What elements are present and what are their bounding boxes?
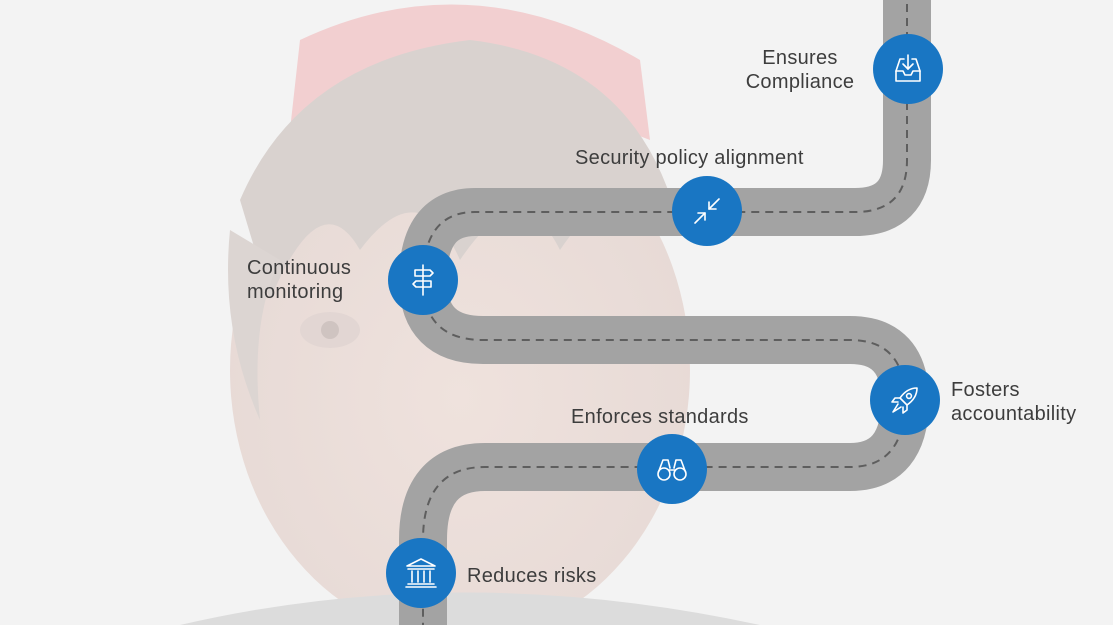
label-enforces-standards: Enforces standards — [571, 406, 749, 428]
label-security-policy-alignment: Security policy alignment — [575, 147, 804, 169]
compress-arrows-icon — [694, 198, 720, 224]
inbox-download-icon — [895, 54, 921, 82]
milestone-enforces-standards — [637, 434, 707, 504]
label-fosters-accountability: Fosters accountability — [951, 379, 1077, 425]
milestone-reduces-risks — [386, 538, 456, 608]
milestone-ensures-compliance — [873, 34, 943, 104]
signpost-icon — [412, 264, 434, 296]
rocket-icon — [891, 387, 918, 414]
label-continuous-monitoring: Continuous monitoring — [247, 257, 352, 303]
bank-building-icon — [405, 558, 437, 588]
milestone-security-policy-alignment — [672, 176, 742, 246]
milestone-continuous-monitoring — [388, 245, 458, 315]
binoculars-icon — [657, 459, 687, 481]
road-center-line — [421, 0, 908, 625]
label-ensures-compliance: Ensures Compliance — [745, 47, 855, 93]
label-reduces-risks: Reduces risks — [467, 565, 597, 587]
milestone-fosters-accountability — [870, 365, 940, 435]
